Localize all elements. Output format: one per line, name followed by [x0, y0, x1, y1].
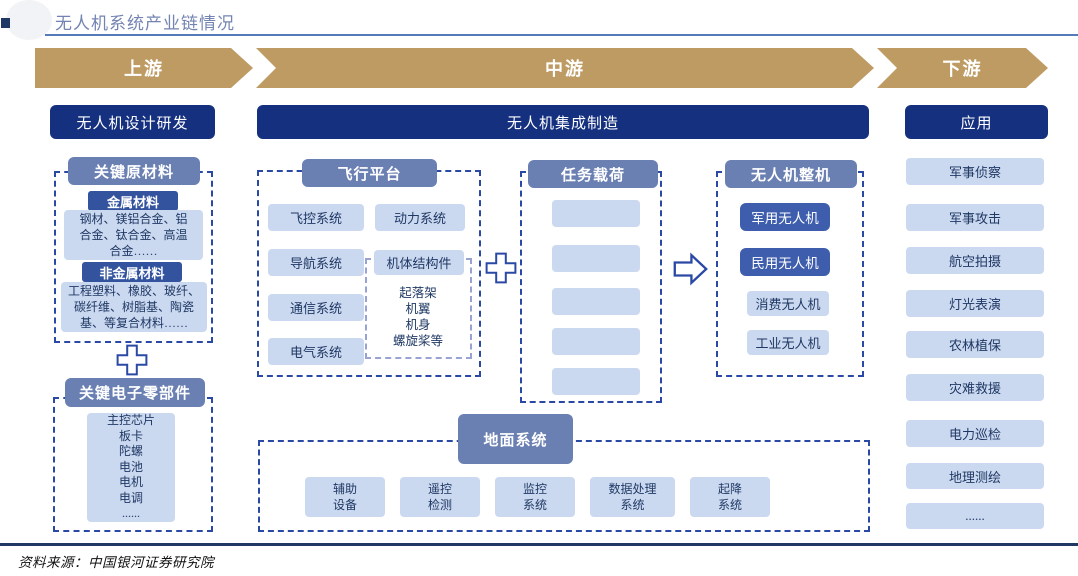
civil-drone-item: 民用无人机: [740, 248, 830, 276]
power-system-item: 动力系统: [375, 204, 465, 231]
application-item: 地理测绘: [906, 463, 1044, 489]
plus-connector-icon: [485, 252, 517, 284]
payload-empty-box: [552, 368, 640, 395]
application-item: 军事侦察: [906, 158, 1044, 185]
ground-item: 遥控 检测: [400, 477, 480, 517]
application-item: 航空拍摄: [906, 247, 1044, 274]
payload-empty-box: [552, 328, 640, 355]
ground-item-line: 监控: [522, 482, 547, 496]
consumer-drone-item: 消费无人机: [747, 291, 829, 316]
airframe-structure-list: 起落架 机翼 机身 螺旋桨等: [368, 282, 468, 352]
flight-item: 通信系统: [268, 294, 364, 321]
payload-header: 任务载荷: [528, 160, 658, 188]
raw-materials-header: 关键原材料: [68, 157, 200, 185]
application-item: 军事攻击: [906, 204, 1044, 231]
stage-arrow-upstream: 上游: [35, 48, 253, 88]
flight-item: 导航系统: [268, 249, 364, 276]
nonmetal-line: 基、等复合材料……: [79, 316, 188, 330]
structure-item: 螺旋桨等: [392, 334, 443, 348]
nonmetal-materials-header: 非金属材料: [82, 262, 182, 282]
electronics-item: 板卡: [118, 428, 143, 443]
ground-item-line: 起降: [717, 482, 742, 496]
ground-item-line: 检测: [427, 498, 452, 512]
ground-item-line: 数据处理: [608, 482, 657, 496]
ground-item-line: 设备: [332, 498, 357, 512]
band-manufacture: 无人机集成制造: [257, 105, 869, 139]
electronics-item: 电机: [118, 475, 143, 490]
nonmetal-line: 工程塑料、橡胶、玻纤、: [67, 284, 200, 298]
electronics-item: ......: [122, 506, 140, 521]
ground-item: 监控 系统: [495, 477, 575, 517]
structure-item: 起落架: [399, 286, 437, 300]
metal-line: 钢材、镁铝合金、铝: [79, 212, 188, 226]
application-item: 电力巡检: [906, 420, 1044, 447]
structure-item: 机翼: [405, 302, 431, 316]
electronics-item: 电池: [118, 459, 143, 474]
ground-item-line: 系统: [620, 498, 645, 512]
ground-item: 起降 系统: [690, 477, 770, 517]
application-item: ......: [906, 503, 1044, 529]
industrial-drone-item: 工业无人机: [747, 330, 829, 355]
payload-empty-box: [552, 200, 640, 227]
metal-materials-header: 金属材料: [88, 191, 178, 211]
electronics-item: 主控芯片: [106, 413, 155, 428]
flight-platform-header: 飞行平台: [302, 159, 437, 187]
band-design: 无人机设计研发: [50, 105, 215, 139]
nonmetal-line: 碳纤维、树脂基、陶瓷: [73, 300, 194, 314]
band-application: 应用: [905, 105, 1048, 139]
structure-item: 机身: [405, 318, 431, 332]
metal-line: 合金、钛合金、高温: [79, 228, 188, 242]
application-item: 灾难救援: [906, 374, 1044, 401]
flight-item: 电气系统: [268, 338, 364, 365]
page-title: 无人机系统产业链情况: [55, 14, 235, 33]
stage-arrow-downstream: 下游: [877, 48, 1048, 88]
application-item: 农林植保: [906, 331, 1044, 358]
electronics-item: 电调: [118, 490, 143, 505]
payload-empty-box: [552, 245, 640, 272]
airframe-structure-header: 机体结构件: [374, 250, 464, 275]
payload-empty-box: [552, 288, 640, 315]
ground-item-line: 遥控: [427, 482, 452, 496]
ground-item: 辅助 设备: [305, 477, 385, 517]
ground-item-line: 辅助: [332, 482, 357, 496]
electronics-header: 关键电子零部件: [65, 378, 205, 407]
watermark-circle: [6, 0, 52, 40]
ground-systems-header: 地面系统: [458, 414, 573, 464]
nonmetal-materials-list: 工程塑料、橡胶、玻纤、 碳纤维、树脂基、陶瓷 基、等复合材料……: [61, 282, 207, 332]
ground-item-line: 系统: [717, 498, 742, 512]
ground-item-line: 系统: [522, 498, 547, 512]
arrow-right-icon: [673, 252, 708, 286]
military-drone-item: 军用无人机: [740, 203, 830, 231]
source-note: 资料来源：中国银河证券研究院: [18, 555, 214, 570]
electronics-list: 主控芯片 板卡 陀螺 电池 电机 电调 ......: [87, 413, 175, 522]
ground-item: 数据处理 系统: [590, 477, 675, 517]
application-item: 灯光表演: [906, 290, 1044, 317]
stage-arrow-midstream: 中游: [256, 48, 874, 88]
plus-connector-icon: [116, 344, 148, 376]
flight-item: 飞控系统: [268, 204, 364, 231]
title-divider: [45, 34, 1078, 36]
whole-drone-header: 无人机整机: [725, 160, 857, 188]
metal-line: 合金……: [109, 244, 158, 258]
metal-materials-list: 钢材、镁铝合金、铝 合金、钛合金、高温 合金……: [64, 210, 203, 260]
electronics-item: 陀螺: [118, 444, 143, 459]
corner-mark: [1, 18, 10, 28]
bottom-divider: [0, 543, 1078, 546]
